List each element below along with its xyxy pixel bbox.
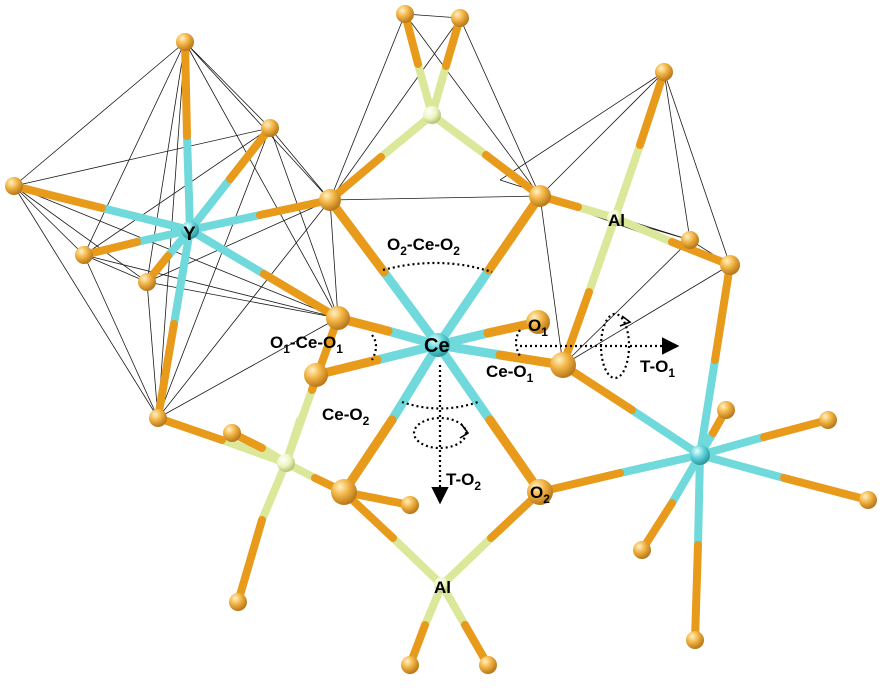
o2-ce-o2-arc: [382, 261, 493, 274]
o2-bottom-label: O2: [530, 483, 550, 506]
right-cation-atom: [690, 445, 710, 465]
y-label: Y: [183, 224, 196, 245]
ce-o2-label: Ce-O2: [322, 405, 370, 428]
o2-ce-o2-label: O2-Ce-O2: [387, 235, 460, 258]
ce-o1-arc: [514, 329, 521, 357]
ce-atom: [426, 333, 450, 357]
cation-atoms: [181, 106, 710, 593]
angle-labels: O2-Ce-O2 O1-Ce-O1 Ce-O1 Ce-O2 T-O1 T-O2: [270, 235, 675, 493]
al-atom-right: [607, 210, 623, 226]
atom-labels: Ce Y Al Al O1 O2: [183, 211, 625, 597]
ce-o2-arc: [401, 400, 479, 410]
al-bottom-label: Al: [434, 578, 451, 597]
al-atom-bottom: [434, 577, 450, 593]
al-top-label: Al: [608, 211, 625, 230]
t-o2-rotation-arrow: [459, 424, 470, 439]
oxygen-atoms: [5, 5, 877, 674]
t-o1-rotation-arrow: [619, 315, 632, 327]
al-atom-left: [277, 454, 295, 472]
t-o1-rotation-ellipse: [599, 312, 631, 380]
o1-ce-o1-label: O1-Ce-O1: [270, 333, 343, 356]
ce-o1-label: Ce-O1: [486, 362, 534, 385]
y-atom: [181, 221, 199, 239]
angle-indicators: [371, 261, 680, 505]
o1-right-label: O1: [528, 316, 548, 339]
t-o2-label: T-O2: [446, 470, 481, 493]
ce-label: Ce: [424, 335, 450, 357]
t-o2-rotation-ellipse: [412, 416, 468, 450]
t-o1-label: T-O1: [640, 357, 675, 380]
al-atom-top: [423, 106, 441, 124]
